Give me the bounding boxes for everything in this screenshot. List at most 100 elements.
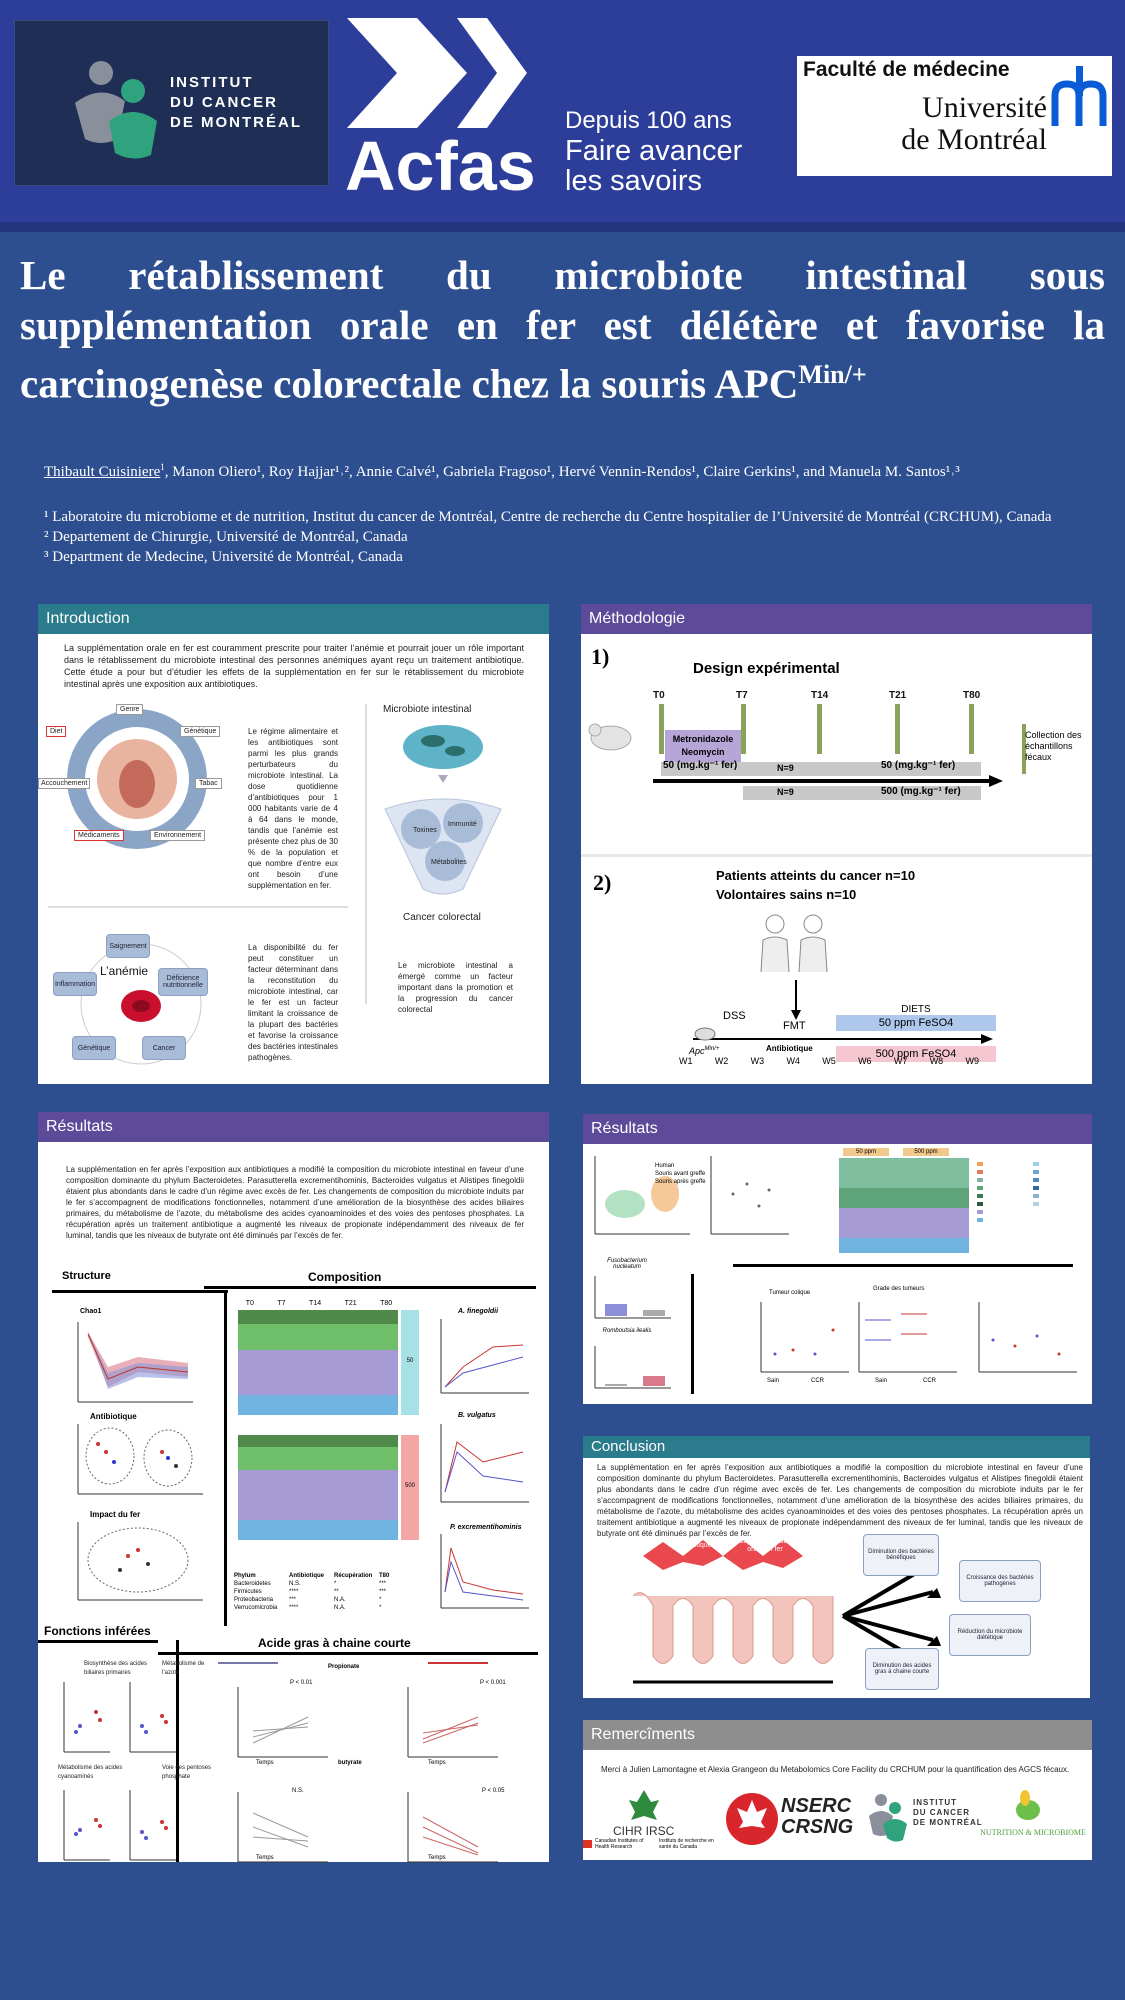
poster-title-text: Le rétablissement du microbiote intestin… xyxy=(20,252,1105,407)
step-number: 1) xyxy=(591,644,610,669)
antibiotic-name: Metronidazole xyxy=(672,734,734,744)
function-title: Voie des pentoses phosphate xyxy=(162,1765,212,1780)
icm-puzzle-icon xyxy=(75,61,157,159)
apc-label: ApcMin/+ xyxy=(689,1046,719,1056)
species-title: A. finegoldii xyxy=(458,1308,499,1315)
icm-line: INSTITUT xyxy=(913,1798,957,1807)
p-excrementihominis-chart xyxy=(440,1534,529,1609)
taxa-legend xyxy=(977,1160,1087,1255)
b-vulgatus-chart xyxy=(440,1424,529,1503)
udem-logo: Faculté de médecine Université de Montré… xyxy=(797,56,1112,176)
axis-label: Temps xyxy=(428,1855,446,1861)
table-cell: Proteobacteria xyxy=(234,1597,274,1603)
diets-label: DIETS xyxy=(901,1004,931,1015)
icm-line: INSTITUT xyxy=(170,74,254,91)
outcome-box: Réduction du microbiote diététique xyxy=(949,1614,1031,1656)
function-title: Métabolisme des acides cyanoaminés xyxy=(58,1765,123,1780)
affiliation: ² Departement de Chirurgie, Université d… xyxy=(44,529,408,545)
divider xyxy=(204,1286,536,1289)
cihr-subtitle: Canadian Institutes of Health Research xyxy=(595,1838,644,1850)
icm-logo: INSTITUT DU CANCER DE MONTRÉAL xyxy=(14,20,329,186)
function-dotplots xyxy=(63,1682,176,1861)
funnel-label: Métabolites xyxy=(431,859,467,866)
timepoint-bar xyxy=(741,704,746,754)
antibiotic-box: Metronidazole Neomycin xyxy=(665,730,741,762)
composition-stacked-bars xyxy=(238,1310,398,1540)
nserc-maple-icon xyxy=(726,1793,778,1845)
divider xyxy=(733,1264,1073,1267)
intro-text-microbiote: Le microbiote intestinal a émergé comme … xyxy=(398,961,513,1014)
scfa-paired-plots xyxy=(237,1687,498,1863)
nutrition-microbiome-icon xyxy=(1016,1790,1040,1820)
icm-line: DE MONTRÉAL xyxy=(170,114,302,131)
apc-sup: Min/+ xyxy=(704,1046,720,1052)
cihr-name: CIHR IRSC xyxy=(613,1824,675,1838)
outcome-box: Diminution des acides gras à chaine cour… xyxy=(865,1648,939,1690)
factors-wheel-diagram xyxy=(67,709,207,849)
resultats-panel-left: Résultats La supplémentation en fer aprè… xyxy=(38,1112,549,1863)
human-mouse-pcoa-chart xyxy=(594,1156,690,1235)
table-cell: *** xyxy=(289,1597,297,1603)
acfas-chevron-icon xyxy=(347,18,527,128)
antibiotic-name: Neomycin xyxy=(681,747,725,757)
udem-name: de Montréal xyxy=(901,123,1047,156)
taxa-stacked-bars xyxy=(839,1158,969,1253)
n-label: N=9 xyxy=(777,787,794,797)
cihr-leaf-icon xyxy=(629,1790,659,1820)
tumor-dotplot xyxy=(760,1302,849,1373)
intro-text-diet: Le régime alimentaire et les antibiotiqu… xyxy=(248,727,338,890)
table-cell: N.A. xyxy=(334,1605,346,1611)
function-title: Métabolisme de l’azote xyxy=(162,1661,205,1676)
taxon-title: Fusobacterium nucleatum xyxy=(607,1258,647,1270)
anemia-cause-box: Inflammation xyxy=(53,972,97,996)
table-cell: * xyxy=(379,1605,382,1611)
romboutsia-chart xyxy=(594,1346,671,1389)
grade-dotplot xyxy=(858,1302,957,1373)
table-cell: *** xyxy=(379,1581,387,1587)
table-row: Verrucomicrobia **** N.A. * xyxy=(234,1604,424,1612)
wheel-label: Génétique xyxy=(180,726,221,737)
group-label: Sain xyxy=(767,1378,780,1384)
intestine-diagram xyxy=(633,1540,834,1684)
cancer-label: Cancer colorectal xyxy=(403,912,481,923)
poster-title: Le rétablissement du microbiote intestin… xyxy=(20,250,1105,409)
affiliation: ¹ Laboratoire du microbiome et de nutrit… xyxy=(44,509,1052,525)
other-authors: , Manon Oliero¹, Roy Hajjar¹˒², Annie Ca… xyxy=(164,464,960,480)
p-label: N.S. xyxy=(292,1788,304,1794)
dose-50-tag: 50 xyxy=(401,1310,419,1415)
composition-timepoints: T0 T7 T14 T21 T80 xyxy=(234,1300,404,1307)
udem-emblem-icon xyxy=(1051,66,1107,126)
chart-title: Tumeur colique xyxy=(769,1290,811,1296)
funnel-label: Immunité xyxy=(448,821,477,828)
table-cell: * xyxy=(379,1597,382,1603)
fusobacterium-chart xyxy=(594,1276,671,1319)
conclusion-panel: Conclusion La supplémentation en fer apr… xyxy=(583,1436,1090,1698)
dose-label: 500 (mg.kg⁻¹ fer) xyxy=(881,786,961,797)
table-cell: *** xyxy=(379,1589,387,1595)
poster-title-sup: Min/+ xyxy=(798,360,867,389)
dose-label: 50 (mg.kg⁻¹ fer) xyxy=(663,760,738,771)
timepoint-bar xyxy=(969,704,974,754)
week-label: W1 xyxy=(679,1056,693,1066)
methodologie-panel: Méthodologie 1) Design expérimental T0 T… xyxy=(581,604,1092,1084)
propionate-title: Propionate xyxy=(328,1664,360,1670)
icm-line: DE MONTRÉAL xyxy=(913,1818,983,1827)
table-cell: N.S. xyxy=(289,1581,301,1587)
composition-title: Composition xyxy=(308,1270,382,1284)
structure-title: Structure xyxy=(62,1270,111,1282)
axis-label: Temps xyxy=(256,1855,274,1861)
acfas-tagline: les savoirs xyxy=(565,165,702,197)
week-label: W4 xyxy=(786,1056,800,1066)
table-cell: ** xyxy=(334,1589,339,1595)
week-label: W9 xyxy=(965,1056,980,1066)
resultats-header: Résultats xyxy=(38,1112,549,1142)
table-row: Proteobacteria *** N.A. * xyxy=(234,1596,424,1604)
group-label: Sain xyxy=(875,1378,888,1384)
divider xyxy=(176,1640,179,1862)
wheel-label: Genre xyxy=(116,704,144,715)
divider xyxy=(38,1640,158,1643)
introduction-panel: Introduction La supplémentation orale en… xyxy=(38,604,549,1084)
table-cell: N.A. xyxy=(334,1597,346,1603)
column-tag: 50 ppm xyxy=(843,1148,889,1156)
acfas-tagline: Faire avancer xyxy=(565,135,743,167)
